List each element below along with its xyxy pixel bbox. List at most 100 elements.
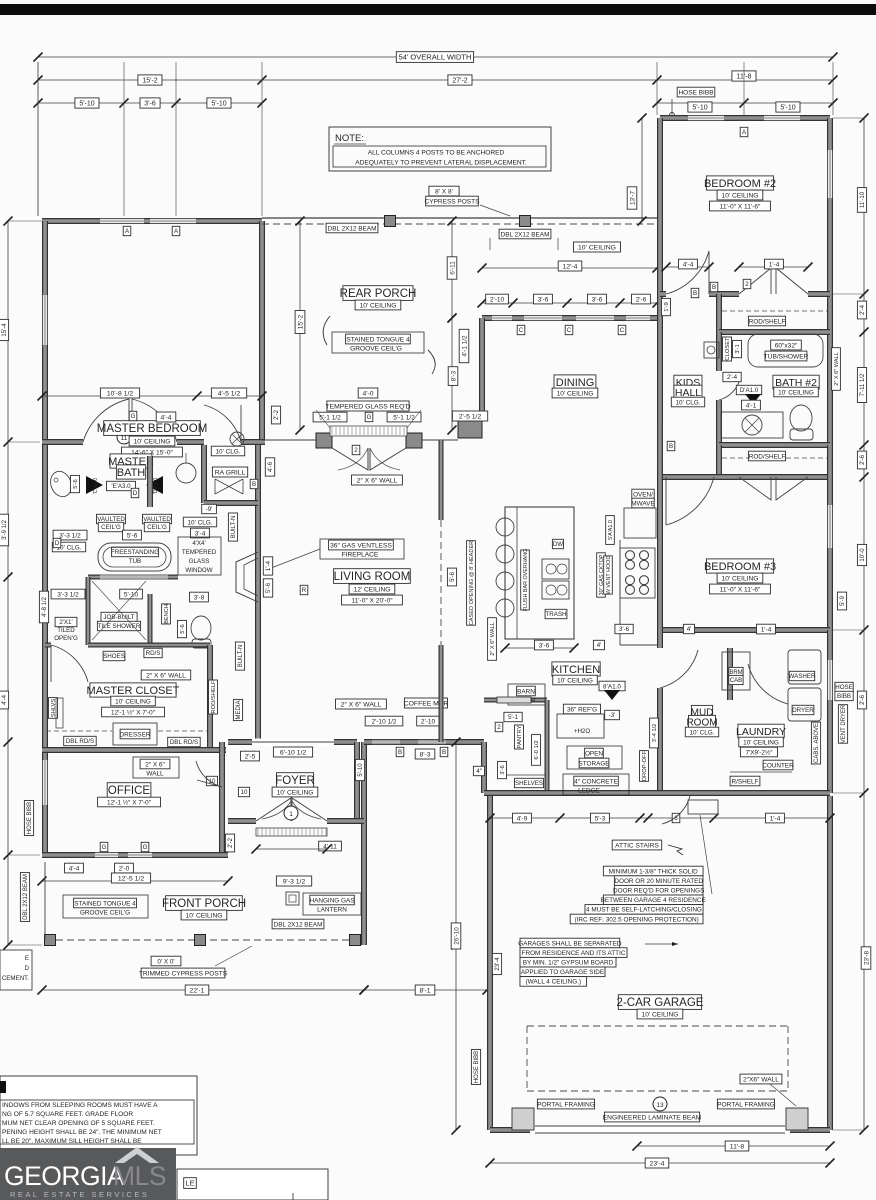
svg-text:12'-1 ½″ X 7'-0″: 12'-1 ½″ X 7'-0″: [107, 798, 152, 806]
svg-text:TILED: TILED: [57, 627, 75, 634]
svg-text:TILE SHOWER: TILE SHOWER: [98, 623, 141, 630]
svg-text:D: D: [133, 490, 138, 497]
svg-text:G: G: [367, 414, 372, 421]
svg-text:1'-4: 1'-4: [770, 815, 781, 822]
svg-text:15'-2: 15'-2: [297, 314, 304, 329]
svg-text:CASED OPENING @ 8' HEADER: CASED OPENING @ 8' HEADER: [469, 541, 475, 625]
svg-text:BETWEEN GARAGE 4 RESIDENCE: BETWEEN GARAGE 4 RESIDENCE: [601, 897, 706, 904]
svg-text:5'-1 1/2: 5'-1 1/2: [393, 414, 415, 421]
svg-text:60″x32″: 60″x32″: [775, 342, 798, 349]
svg-text:SHLVS: SHLVS: [51, 699, 57, 718]
svg-text:4'-4: 4'-4: [2, 694, 8, 704]
svg-text:5'-9: 5'-9: [840, 595, 846, 605]
svg-text:36″ GAS VENTLESS: 36″ GAS VENTLESS: [330, 542, 392, 549]
svg-text:DBL 2X12 BEAM: DBL 2X12 BEAM: [501, 231, 550, 238]
svg-text:TEMPERED: TEMPERED: [182, 549, 217, 556]
svg-text:10' CLG.: 10' CLG.: [675, 399, 700, 406]
svg-text:STORAGE: STORAGE: [578, 760, 609, 767]
svg-text:CABS. ABOVE: CABS. ABOVE: [814, 723, 820, 763]
svg-text:2: 2: [745, 281, 749, 288]
svg-text:4 MUST BE SELF-LATCHING/CLOSIN: 4 MUST BE SELF-LATCHING/CLOSING: [586, 907, 702, 914]
svg-text:COUNTER: COUNTER: [762, 762, 794, 769]
svg-text:2'-6: 2'-6: [636, 296, 647, 303]
svg-text:DBL 2X12 BEAM: DBL 2X12 BEAM: [23, 874, 29, 920]
svg-text:5'-10: 5'-10: [79, 101, 94, 108]
svg-text:3'-3 1/2: 3'-3 1/2: [59, 532, 81, 539]
svg-text:10' CEILING: 10' CEILING: [186, 912, 223, 919]
svg-text:2'X1': 2'X1': [59, 619, 72, 626]
svg-text:B: B: [669, 443, 673, 450]
svg-text:ROD/SHELF: ROD/SHELF: [749, 318, 786, 325]
svg-text:GROOVE CEIL'G: GROOVE CEIL'G: [80, 909, 130, 916]
svg-text:FRONT PORCH: FRONT PORCH: [162, 898, 246, 910]
svg-text:5'-6: 5'-6: [180, 624, 186, 634]
svg-text:3'-4: 3'-4: [195, 530, 206, 537]
svg-text:B: B: [442, 749, 446, 756]
svg-text:2″ X 6″ WALL: 2″ X 6″ WALL: [834, 352, 840, 386]
svg-text:HOSE BIBB: HOSE BIBB: [678, 89, 713, 96]
svg-text:ALL COLUMNS 4 POSTS TO BE ANCH: ALL COLUMNS 4 POSTS TO BE ANCHORED: [368, 149, 505, 156]
svg-text:BUILT-N: BUILT-N: [231, 516, 237, 539]
svg-text:B: B: [398, 749, 402, 756]
svg-text:10' CLG.: 10' CLG.: [689, 729, 714, 736]
svg-text:R: R: [302, 587, 307, 594]
svg-text:MASTER BEDROOM: MASTER BEDROOM: [97, 423, 208, 435]
svg-text:TUB: TUB: [129, 558, 141, 565]
svg-text:6'-0 1/2: 6'-0 1/2: [534, 740, 540, 759]
svg-text:DBL RD/S: DBL RD/S: [66, 738, 94, 745]
svg-text:5'-1: 5'-1: [508, 714, 519, 721]
svg-text:2'-4: 2'-4: [727, 374, 738, 381]
svg-text:PORTAL FRAMING: PORTAL FRAMING: [717, 1101, 775, 1108]
svg-text:LIVING ROOM: LIVING ROOM: [334, 571, 411, 583]
svg-text:C: C: [620, 327, 625, 334]
svg-text:2'-6: 2'-6: [860, 454, 866, 464]
svg-text:10' CEILING: 10' CEILING: [557, 390, 594, 397]
svg-text:BATH: BATH: [117, 467, 146, 479]
svg-text:WALL: WALL: [146, 770, 164, 777]
svg-text:HOSE BIBB: HOSE BIBB: [27, 802, 33, 834]
svg-text:4'-0: 4'-0: [362, 390, 373, 397]
svg-text:R/SHELF: R/SHELF: [732, 778, 759, 785]
svg-text:13'-7: 13'-7: [629, 191, 636, 205]
svg-text:3'-6: 3'-6: [539, 642, 550, 649]
svg-text:DOOR REQ'D FOR OPENINGS: DOOR REQ'D FOR OPENINGS: [613, 888, 704, 895]
svg-text:6'-11: 6'-11: [449, 261, 456, 275]
svg-text:B: B: [712, 284, 716, 291]
svg-text:3'-6: 3'-6: [538, 296, 549, 303]
svg-text:10' CLG.: 10' CLG.: [215, 448, 240, 455]
svg-text:11'-8: 11'-8: [730, 1143, 745, 1150]
svg-text:2'-5: 2'-5: [245, 753, 256, 760]
svg-text:ATTIC STAIRS: ATTIC STAIRS: [615, 842, 659, 849]
svg-text:TRIMMED CYPRESS POSTS: TRIMMED CYPRESS POSTS: [139, 970, 228, 977]
svg-text:DROP-OFF: DROP-OFF: [642, 750, 648, 781]
svg-text:1'-4: 1'-4: [265, 560, 272, 571]
svg-text:MASTER CLOSET: MASTER CLOSET: [87, 685, 180, 697]
svg-text:-3': -3': [609, 712, 616, 719]
svg-text:CEMENT.: CEMENT.: [2, 975, 29, 982]
svg-text:5'-6: 5'-6: [127, 532, 138, 539]
svg-text:26'-10: 26'-10: [453, 927, 460, 945]
svg-text:1'-4: 1'-4: [769, 261, 780, 268]
svg-text:10' CEILING: 10' CEILING: [722, 192, 759, 199]
svg-text:2″ X 6″ WALL: 2″ X 6″ WALL: [146, 672, 186, 679]
svg-text:G: G: [131, 413, 136, 420]
svg-text:30″ GAS CKTOP: 30″ GAS CKTOP: [599, 554, 605, 595]
svg-text:10' CEILING: 10' CEILING: [115, 698, 151, 705]
svg-text:4'-4: 4'-4: [160, 414, 171, 421]
svg-text:4'-9: 4'-9: [517, 815, 528, 822]
svg-text:4'-4: 4'-4: [69, 865, 80, 872]
svg-text:SHOES: SHOES: [103, 653, 125, 660]
svg-text:10: 10: [209, 778, 216, 785]
svg-text:FIREPLACE: FIREPLACE: [342, 551, 379, 558]
svg-text:3'-4 1/2: 3'-4 1/2: [652, 724, 658, 742]
svg-text:-9': -9': [206, 506, 213, 513]
svg-text:OVEN/: OVEN/: [633, 491, 653, 498]
svg-text:10' CEILING: 10' CEILING: [778, 389, 814, 396]
svg-text:3'-8: 3'-8: [194, 594, 205, 601]
svg-text:4'-1 1/2: 4'-1 1/2: [461, 335, 468, 357]
svg-text:5'-3: 5'-3: [595, 815, 606, 822]
svg-text:STAINED TONGUE 4: STAINED TONGUE 4: [346, 336, 410, 343]
svg-text:G: G: [143, 844, 148, 851]
svg-text:2″X6″ WALL: 2″X6″ WALL: [743, 1076, 779, 1083]
svg-text:'D'A1.0: 'D'A1.0: [153, 478, 159, 495]
